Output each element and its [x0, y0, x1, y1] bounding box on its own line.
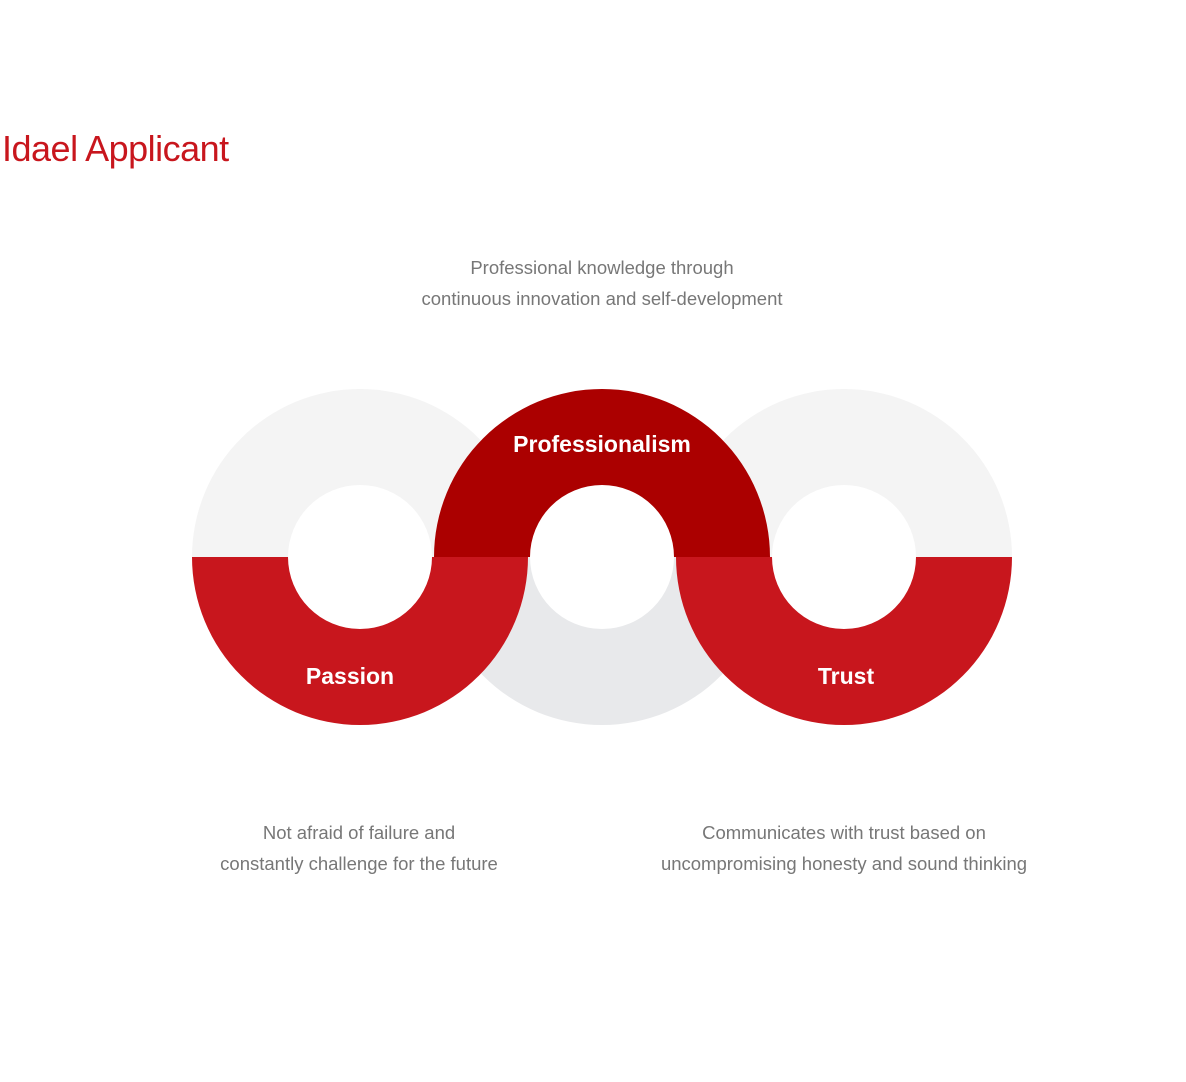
- description-line: Not afraid of failure and: [262, 822, 456, 843]
- page-title: Idael Applicant: [2, 128, 229, 169]
- description-line: constantly challenge for the future: [220, 853, 498, 874]
- professionalism-label: Professionalism: [513, 431, 691, 457]
- passion-description: Not afraid of failure and constantly cha…: [220, 817, 498, 879]
- trust-ring-segment: [676, 557, 1012, 725]
- trust-label: Trust: [818, 663, 875, 689]
- professionalism-description: Professional knowledge through continuou…: [422, 252, 783, 314]
- trust-description: Communicates with trust based on uncompr…: [661, 817, 1027, 879]
- description-line: Professional knowledge through: [470, 257, 734, 278]
- description-line: continuous innovation and self-developme…: [421, 288, 783, 309]
- passion-ring-segment: [192, 557, 528, 725]
- passion-label: Passion: [306, 663, 394, 689]
- description-line: uncompromising honesty and sound thinkin…: [660, 853, 1028, 874]
- description-line: Communicates with trust based on: [702, 822, 986, 843]
- professionalism-ring-segment: [434, 389, 770, 557]
